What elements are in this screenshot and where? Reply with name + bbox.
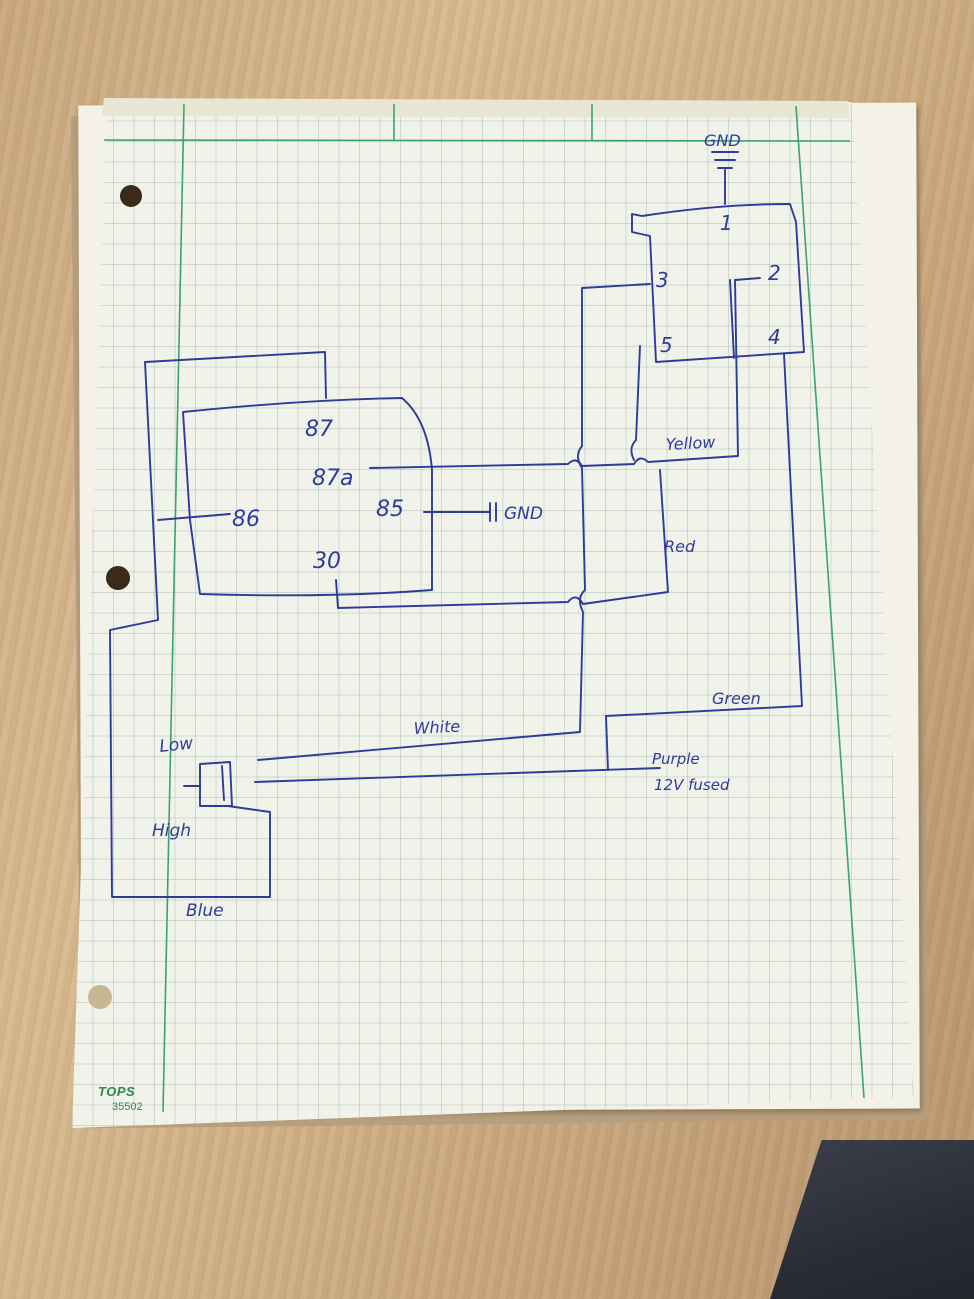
wire-label-green: Green — [712, 689, 761, 708]
relay-outline — [182, 397, 433, 597]
pin30-red-wire — [335, 469, 669, 609]
wire-label-red: Red — [664, 537, 696, 556]
relay-pin-30: 30 — [313, 549, 341, 574]
wire-label-blue: Blue — [186, 901, 224, 921]
selector-contact — [221, 765, 225, 801]
selector-body — [199, 761, 233, 807]
switch-pin-3: 3 — [656, 268, 669, 292]
relay-pin-87: 87 — [305, 417, 333, 442]
green-wire — [605, 353, 803, 771]
relay-ground-symbol — [489, 502, 497, 522]
ink-strokes — [109, 151, 805, 898]
switch-outline — [631, 203, 805, 363]
switch-ground-symbol — [711, 151, 739, 169]
relay-pin-85: 85 — [376, 497, 404, 522]
purple-wire — [254, 767, 661, 783]
switch-pin-2: 2 — [768, 261, 781, 285]
loop-left-blue — [109, 361, 271, 898]
white-wire — [257, 283, 651, 761]
loop-top — [144, 351, 327, 399]
pin5-wire — [630, 345, 641, 461]
pin86-lead — [157, 513, 231, 521]
wire-note-12v-fused: 12V fused — [654, 776, 730, 794]
wire-label-white: White — [413, 717, 461, 738]
switch-ground-label: GND — [704, 131, 741, 150]
selector-label-low: Low — [158, 734, 194, 757]
wire-label-yellow: Yellow — [665, 432, 716, 454]
punch-hole-bottom — [88, 985, 112, 1009]
brand-mark: TOPS — [98, 1084, 136, 1099]
switch-pin-4: 4 — [768, 325, 781, 349]
relay-pin-86: 86 — [232, 507, 260, 532]
switch-divider — [729, 279, 735, 359]
graph-paper — [72, 100, 914, 1128]
wire-label-purple: Purple — [652, 750, 700, 768]
product-number: 35502 — [112, 1101, 143, 1113]
tops-logo: TOPS 35502 — [98, 1084, 143, 1113]
margin-lines — [103, 103, 865, 1113]
punch-hole-top — [120, 185, 142, 207]
yellow-wire — [369, 277, 761, 469]
paper-binding-strip — [102, 98, 850, 118]
punch-hole-middle — [106, 566, 130, 590]
switch-pin-5: 5 — [660, 333, 673, 357]
relay-ground-label: GND — [504, 504, 543, 524]
relay-pin-87a: 87a — [312, 466, 353, 491]
switch-pin-1: 1 — [720, 211, 733, 235]
selector-label-high: High — [152, 821, 191, 841]
